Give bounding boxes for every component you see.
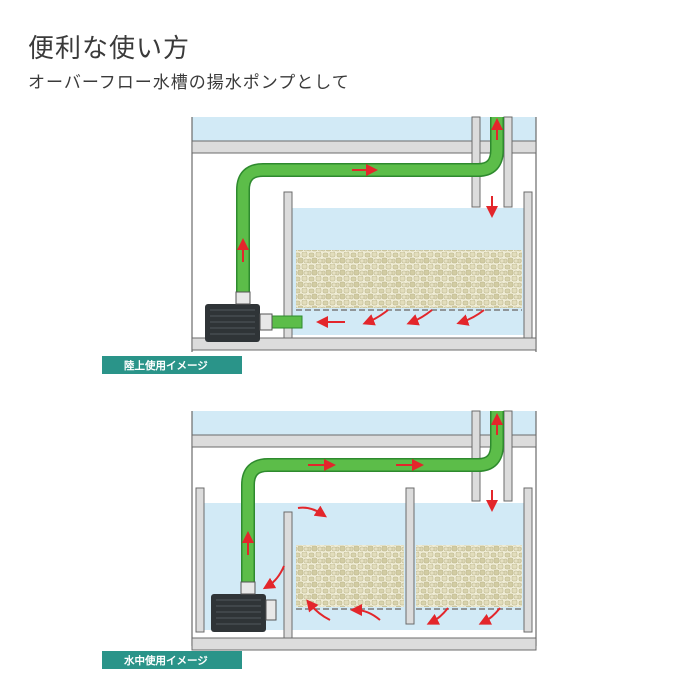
pump-submersible [211, 581, 277, 632]
page-title: 便利な使い方 [28, 34, 191, 64]
label-badge-submersible [102, 651, 242, 669]
filter-media [296, 250, 522, 308]
pump-land [205, 291, 273, 342]
sump-divider-1 [283, 511, 293, 639]
diagram-land-use: 陸上使用イメージ [102, 116, 537, 374]
intake-pipe [271, 315, 303, 329]
diagram-submersible-use: 水中使用イメージ [102, 410, 537, 669]
sump-bottom [191, 337, 537, 351]
sump-divider-2 [405, 487, 415, 625]
page-subtitle: オーバーフロー水槽の揚水ポンプとして [28, 73, 350, 93]
label-land-use: 陸上使用イメージ [124, 359, 208, 372]
filter-media-2a [296, 545, 404, 607]
return-pipe-2 [242, 411, 503, 585]
label-badge-land [102, 356, 242, 374]
sump-right-wall [523, 191, 533, 339]
filter-media-2b [416, 545, 522, 607]
upper-tank-water-2 [192, 411, 536, 435]
flow-arrows-land [237, 118, 503, 328]
label-submersible-use: 水中使用イメージ [123, 654, 208, 667]
upper-tank-water [192, 117, 536, 141]
flow-arrows-submersible [242, 413, 503, 625]
upper-tank-bottom [191, 140, 537, 154]
